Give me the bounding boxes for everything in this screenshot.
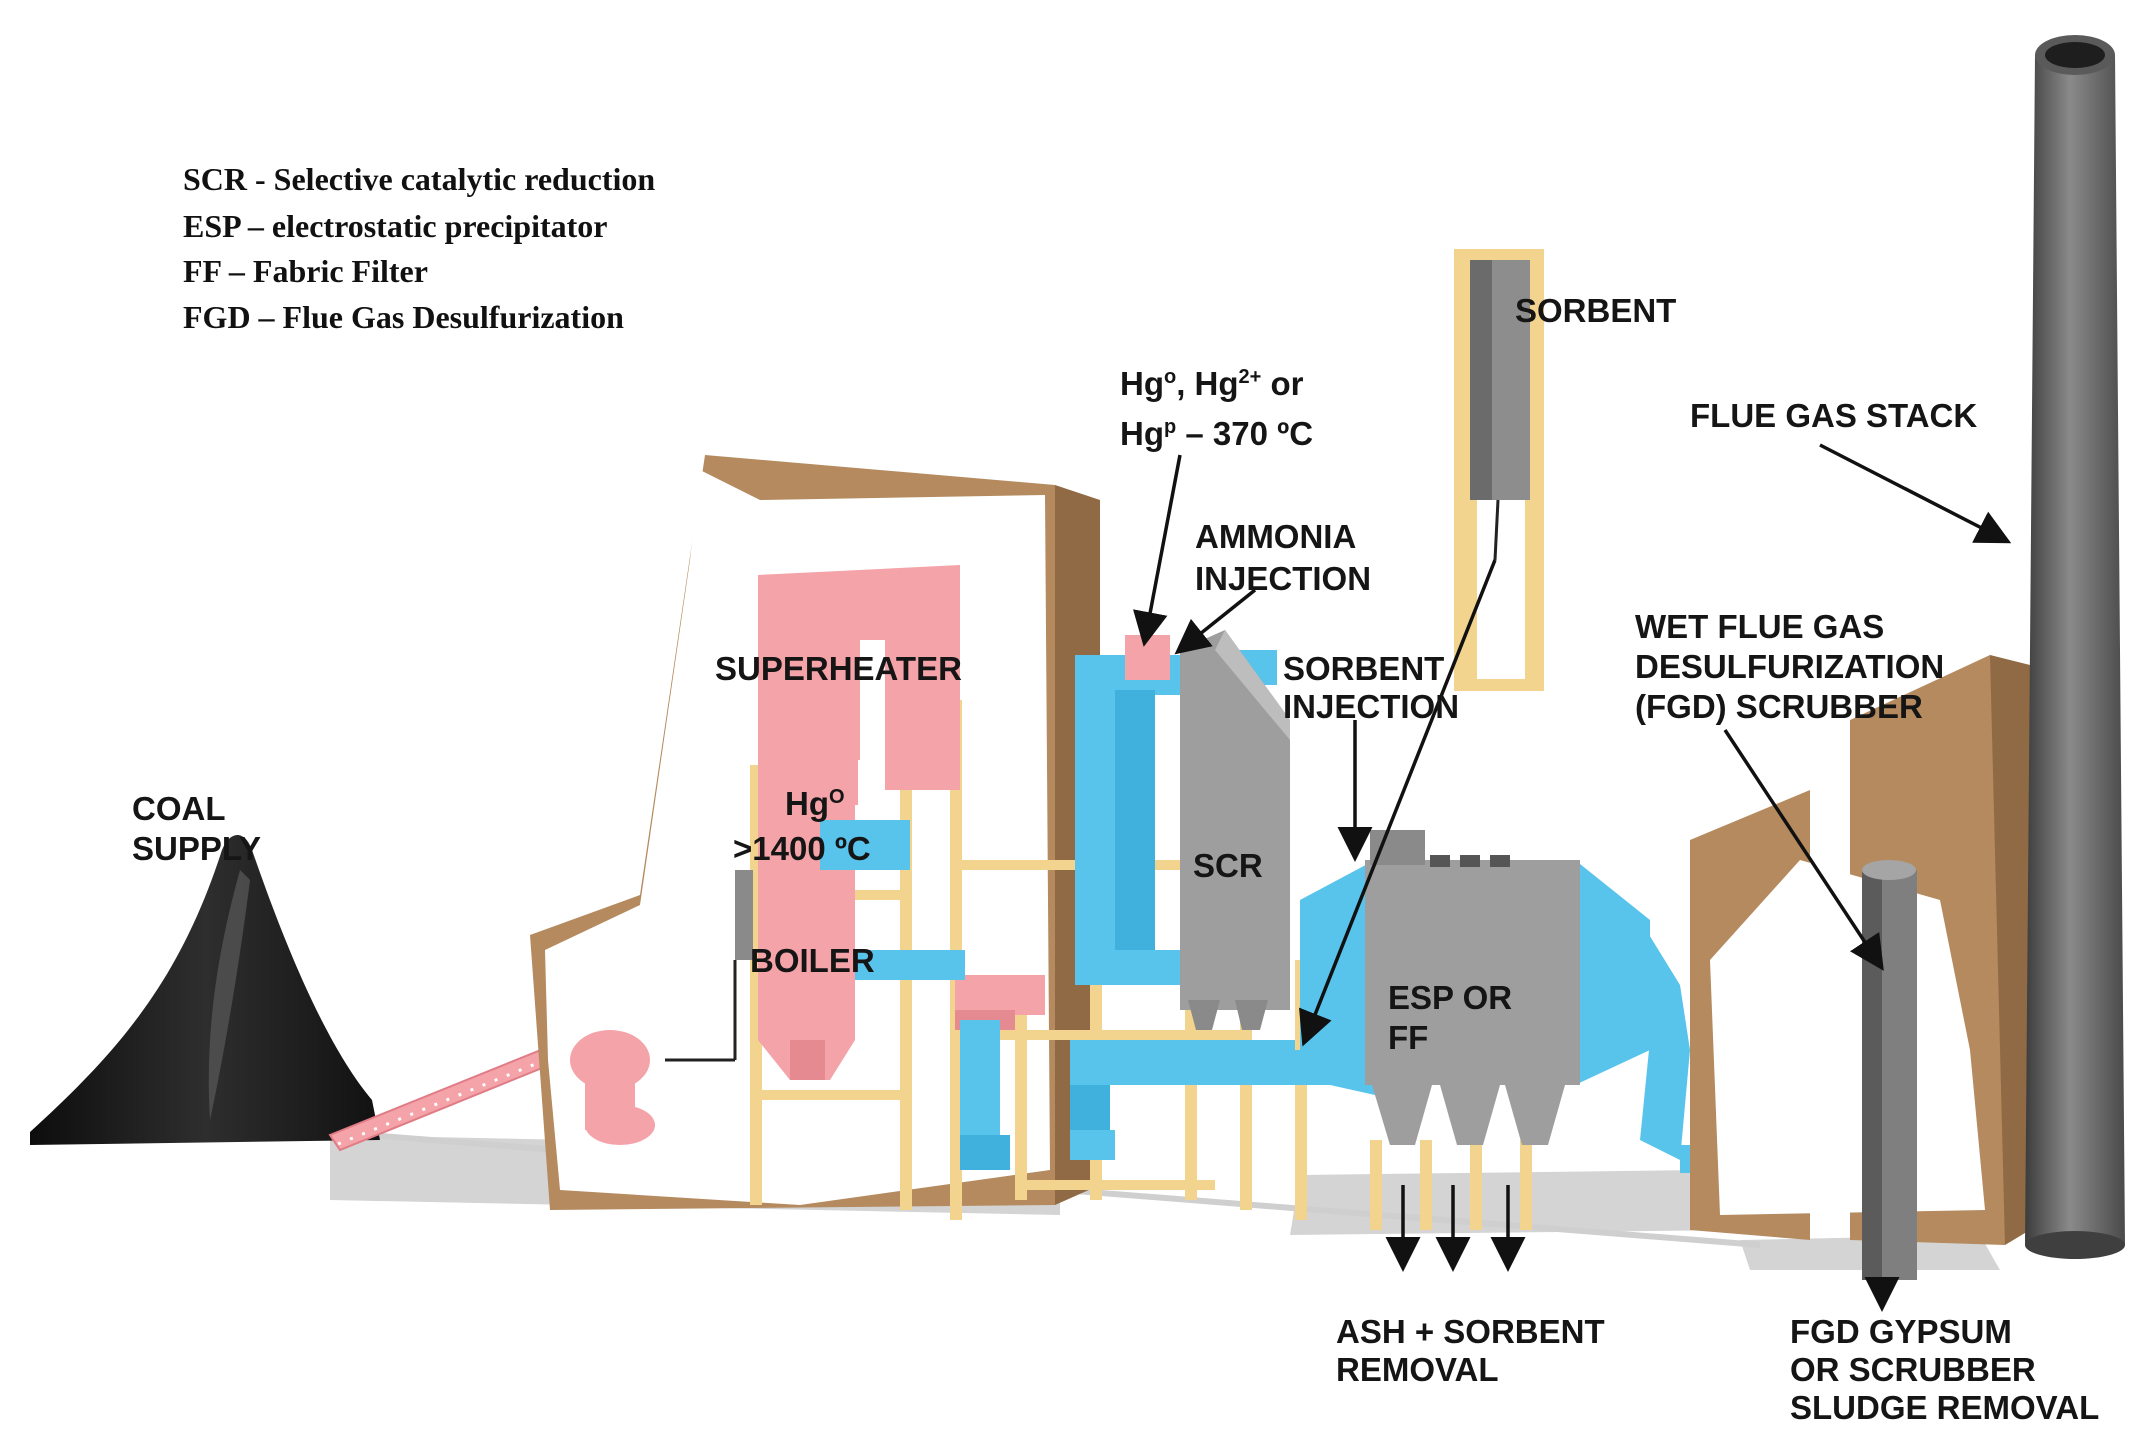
legend-esp: ESP – electrostatic precipitator [183, 208, 607, 244]
sorbent-silo [1454, 249, 1544, 691]
ammonia-injection-label-1: AMMONIA [1195, 518, 1356, 555]
sorbent-feed-arrow [1299, 559, 1497, 1047]
gypsum-removal-label-3: SLUDGE REMOVAL [1790, 1389, 2099, 1426]
boiler-hg-label: HgO [785, 785, 845, 822]
legend-scr: SCR - Selective catalytic reduction [183, 161, 655, 197]
ammonia-injection-arrow [1174, 588, 1257, 655]
fgd-scrubber [1862, 860, 1917, 1280]
abbreviation-legend: SCR - Selective catalytic reduction ESP … [183, 161, 655, 335]
fgd-building [1690, 655, 2030, 1245]
sorbent-injection-label-2: INJECTION [1283, 688, 1459, 725]
coal-pulverizer [570, 1030, 655, 1145]
superheater-label: SUPERHEATER [715, 650, 962, 687]
flue-gas-stack-label: FLUE GAS STACK [1690, 397, 1977, 434]
sorbent-injection-label-1: SORBENT [1283, 650, 1444, 687]
scr-inlet-sample-point [1125, 635, 1170, 680]
esp-ff-unit [1300, 830, 1650, 1145]
boiler-label: BOILER [750, 942, 875, 979]
hg-scr-inlet-arrow [1133, 454, 1182, 647]
gypsum-removal-label-1: FGD GYPSUM [1790, 1313, 2012, 1350]
flue-gas-stack [2025, 35, 2125, 1259]
callout-arrows [1133, 443, 2012, 1312]
wet-fgd-label-2: DESULFURIZATION [1635, 648, 1944, 685]
ammonia-injection-label-2: INJECTION [1195, 560, 1371, 597]
boiler-panel [735, 870, 753, 960]
esp-ff-label-2: FF [1388, 1019, 1428, 1056]
scr-reactor [1180, 630, 1290, 1030]
coal-pile [30, 835, 380, 1145]
ash-removal-label-1: ASH + SORBENT [1336, 1313, 1605, 1350]
coal-supply-label-2: SUPPLY [132, 830, 261, 867]
component-labels: COAL SUPPLY SUPERHEATER HgO >1400 ºC BOI… [132, 292, 2099, 1426]
fgd-scrubber-arrow [1723, 729, 1884, 971]
coal-supply-label-1: COAL [132, 790, 226, 827]
boiler-temp-label: >1400 ºC [733, 830, 871, 867]
ash-removal-label-2: REMOVAL [1336, 1351, 1499, 1388]
scr-label: SCR [1193, 847, 1263, 884]
sorbent-label: SORBENT [1515, 292, 1676, 329]
hg-scr-inlet-label-2: Hgp – 370 ºC [1120, 415, 1313, 452]
boiler-superheater [758, 565, 1045, 1080]
flue-gas-stack-arrow [1819, 443, 2012, 544]
hg-scr-inlet-label-1: Hgo, Hg2+ or [1120, 365, 1304, 402]
legend-fgd: FGD – Flue Gas Desulfurization [183, 299, 624, 335]
esp-ff-label-1: ESP OR [1388, 979, 1512, 1016]
wet-fgd-label-3: (FGD) SCRUBBER [1635, 688, 1923, 725]
gypsum-removal-label-2: OR SCRUBBER [1790, 1351, 2036, 1388]
wet-fgd-label-1: WET FLUE GAS [1635, 608, 1884, 645]
legend-ff: FF – Fabric Filter [183, 253, 428, 289]
